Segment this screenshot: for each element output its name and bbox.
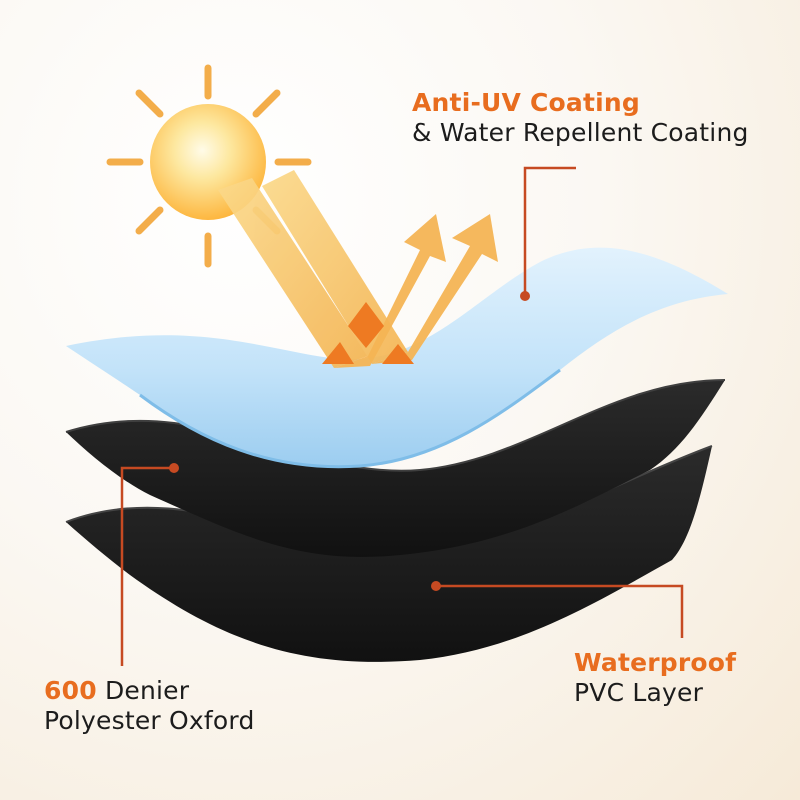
- label-oxford: 600 Denier Polyester Oxford: [44, 676, 255, 736]
- oxford-layer: [66, 380, 725, 557]
- leader-dot-left: [169, 463, 179, 473]
- leader-line-right: [436, 584, 684, 638]
- leader-dot-top: [520, 291, 530, 301]
- label-pvc-highlight: Waterproof: [574, 648, 737, 677]
- label-anti-uv-rest: & Water Repellent Coating: [412, 118, 749, 147]
- leader-line-left: [120, 466, 174, 666]
- label-oxford-highlight: 600: [44, 676, 97, 705]
- reflect-arrow-icon: [334, 214, 498, 368]
- leader-dot-right: [431, 581, 441, 591]
- label-oxford-rest: Denier: [96, 676, 190, 705]
- label-anti-uv: Anti-UV Coating & Water Repellent Coatin…: [412, 88, 749, 148]
- reflection-marks: [322, 302, 414, 364]
- label-oxford-line2: Polyester Oxford: [44, 706, 255, 735]
- leader-line-top: [523, 166, 576, 296]
- label-anti-uv-highlight: Anti-UV Coating: [412, 88, 640, 117]
- uv-coating-edge: [139, 368, 561, 469]
- label-pvc-rest: PVC Layer: [574, 678, 704, 707]
- label-pvc: Waterproof PVC Layer: [574, 648, 736, 708]
